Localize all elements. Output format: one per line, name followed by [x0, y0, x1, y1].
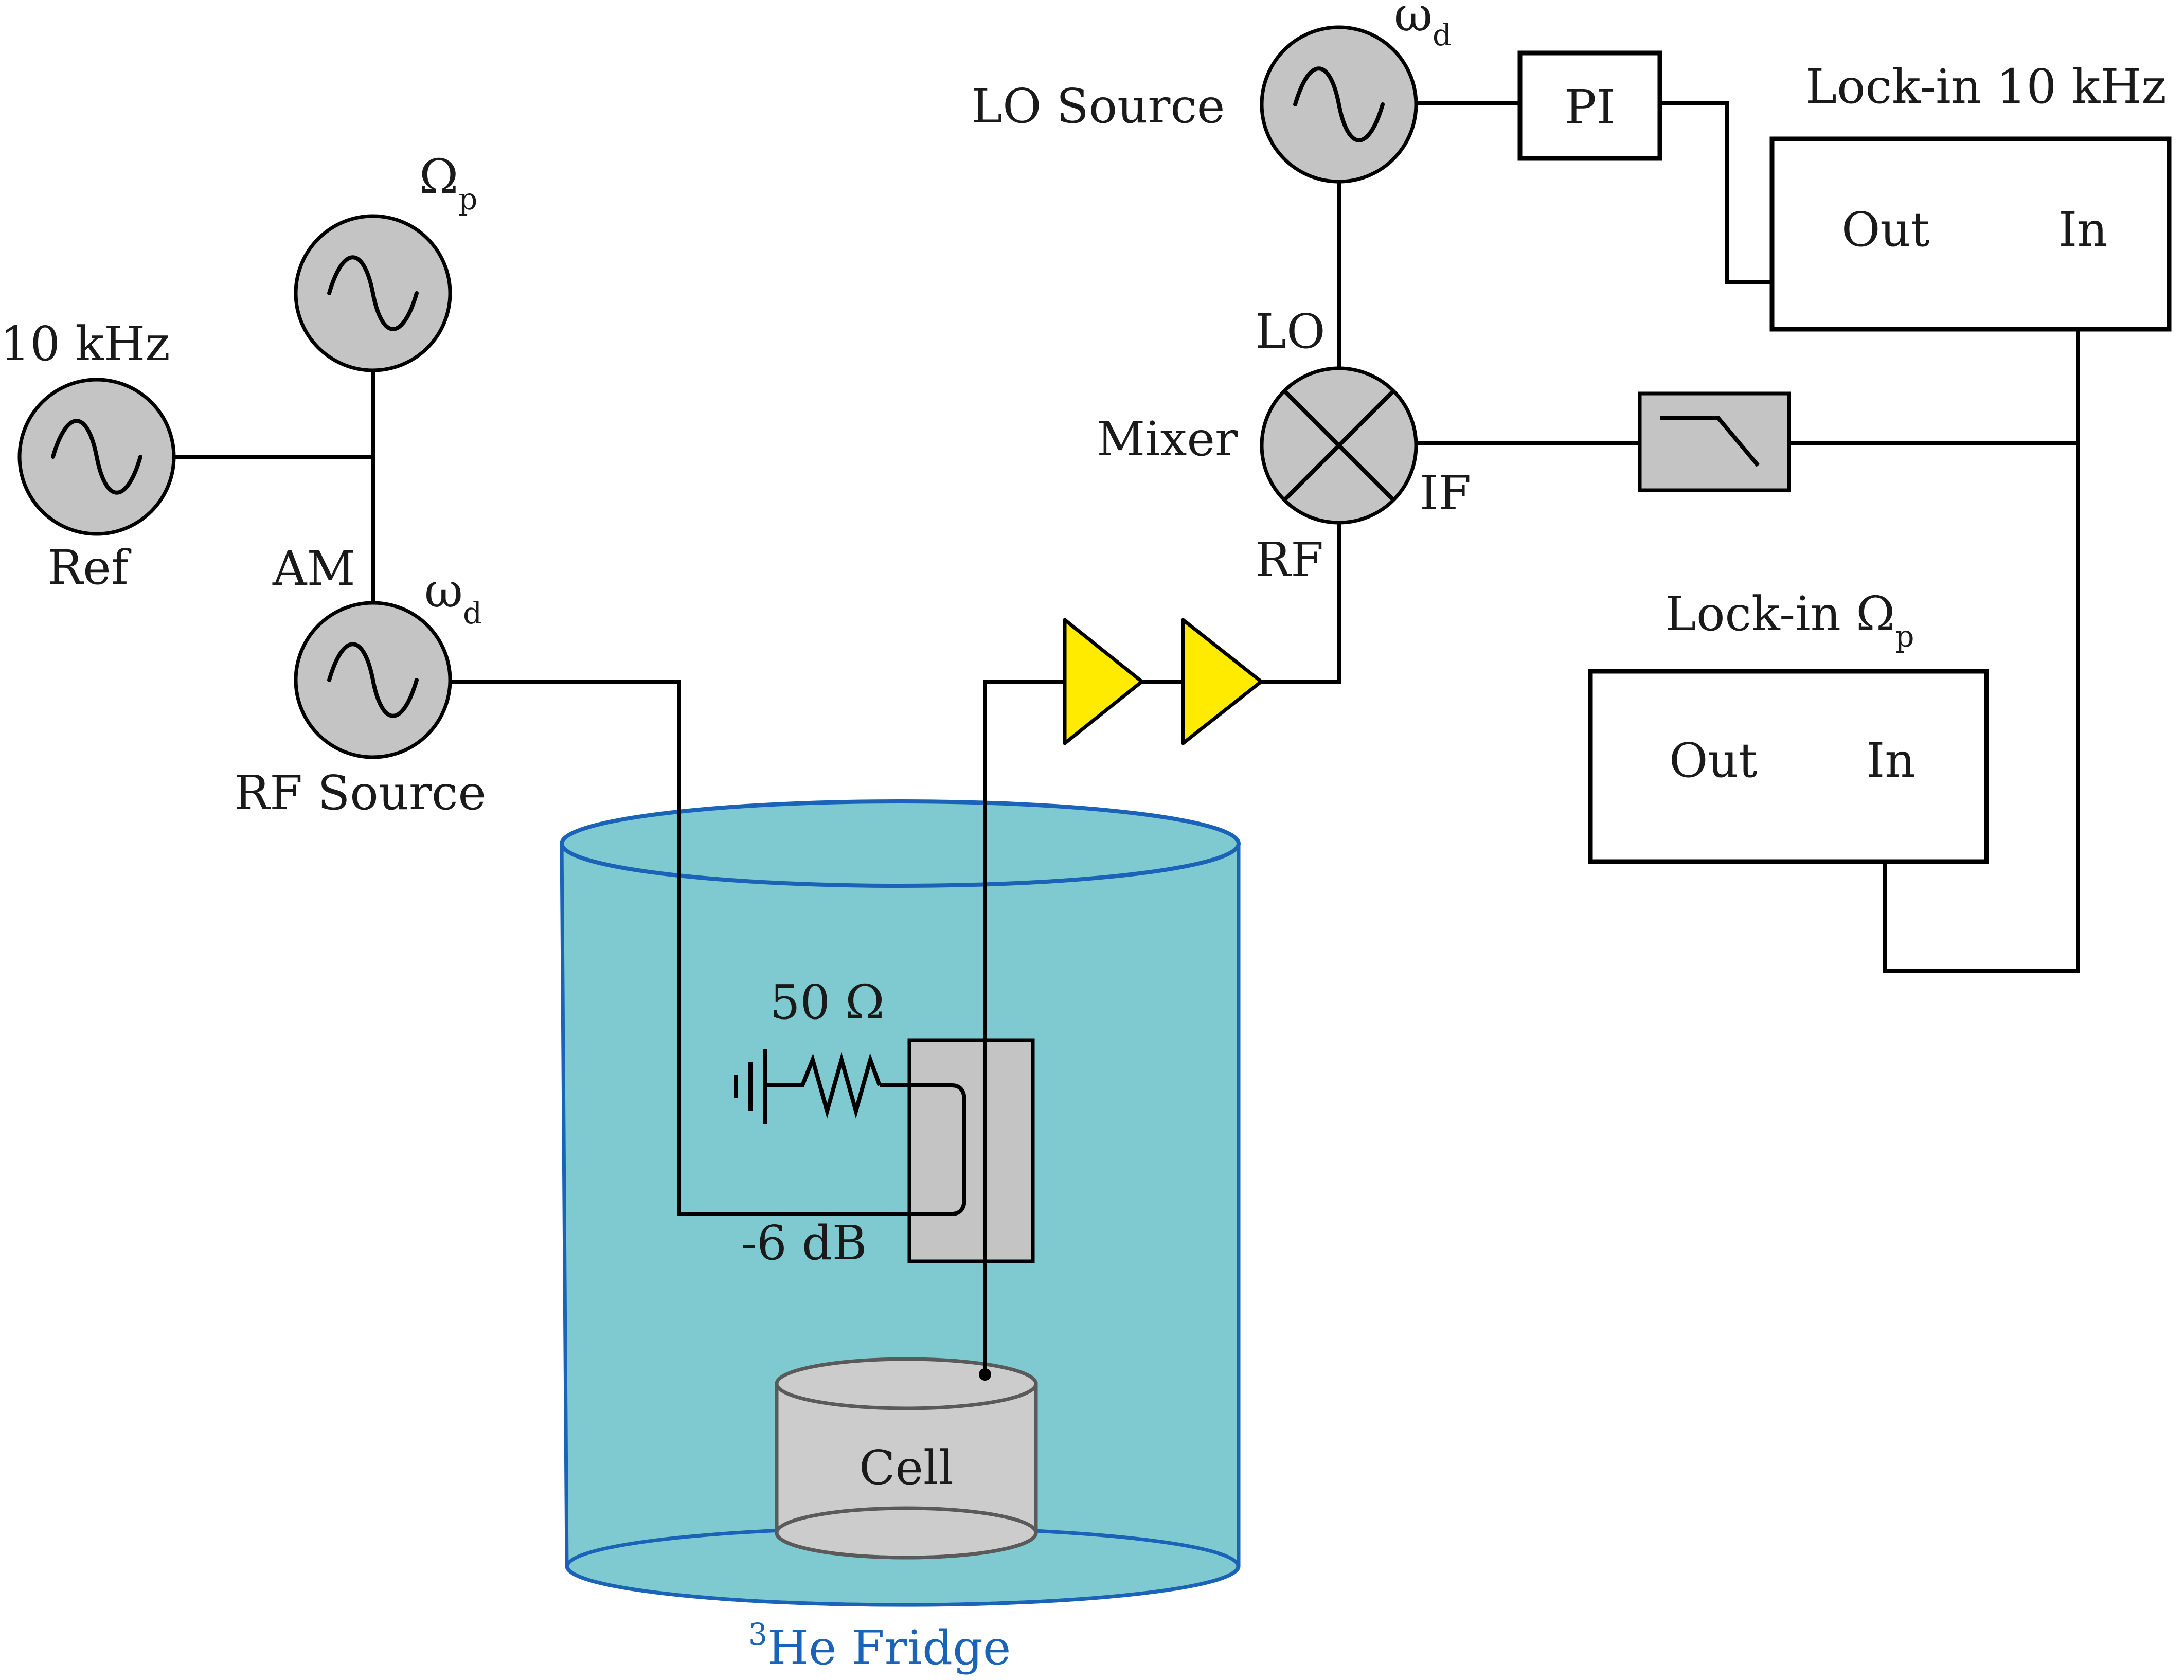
rf-source	[294, 601, 452, 759]
mixer	[1260, 366, 1418, 525]
resistor-label: 50 Ω	[770, 975, 885, 1030]
rf-omega-d-label: ωd	[424, 563, 482, 631]
amplifier-2	[1181, 618, 1263, 745]
coupler-box	[907, 1038, 1035, 1263]
lockin-10khz-in-label: In	[2058, 202, 2108, 257]
lockin-omega-p-title: Lock-in Ωp	[1665, 586, 1914, 654]
lockin-omega-p-box	[1588, 669, 1989, 864]
lo-port-label: LO	[1255, 304, 1326, 359]
sine-wave-icon	[327, 642, 419, 718]
fridge-top-rim	[560, 799, 1241, 888]
ref-label: Ref	[47, 540, 132, 595]
fridge	[560, 799, 1241, 1607]
mixer-label: Mixer	[1097, 412, 1238, 467]
rf-port-label: RF	[1255, 532, 1323, 587]
lo-source-label: LO Source	[971, 79, 1225, 134]
amplifier-1	[1063, 618, 1144, 745]
coupler-label: -6 dB	[741, 1216, 867, 1271]
mixer-cross-icon	[1283, 389, 1395, 502]
low-pass-filter	[1638, 391, 1791, 492]
rf-source-label: RF Source	[234, 765, 486, 820]
ref-frequency-label: 10 kHz	[0, 316, 170, 371]
low-pass-icon	[1660, 416, 1760, 467]
lo-omega-d-label: ωd	[1394, 0, 1452, 52]
lockin-10khz-title: Lock-in 10 kHz	[1805, 59, 2167, 114]
resistor-50-ohm	[734, 1049, 882, 1124]
sine-wave-icon	[1293, 66, 1385, 142]
sine-wave-icon	[51, 419, 142, 495]
cell-label: Cell	[859, 1440, 954, 1495]
omega-p-label: Ωp	[419, 149, 477, 217]
lockin-omega-p-in-label: In	[1866, 733, 1916, 788]
wiring	[175, 101, 2080, 1374]
am-label: AM	[272, 541, 355, 596]
lockin-omega-p-out-label: Out	[1669, 733, 1758, 788]
ref-source	[17, 378, 176, 536]
lo-source	[1260, 25, 1418, 184]
if-port-label: IF	[1420, 466, 1471, 521]
lockin-10khz-out-label: Out	[1841, 202, 1930, 257]
sine-wave-icon	[327, 255, 419, 331]
pi-controller-box	[1517, 50, 1662, 161]
omega-p-source	[294, 214, 452, 372]
lockin-10khz-box	[1769, 136, 2172, 332]
fridge-label: 3He Fridge	[748, 1617, 1011, 1675]
pi-label: PI	[1565, 80, 1615, 135]
cell	[775, 1357, 1038, 1560]
